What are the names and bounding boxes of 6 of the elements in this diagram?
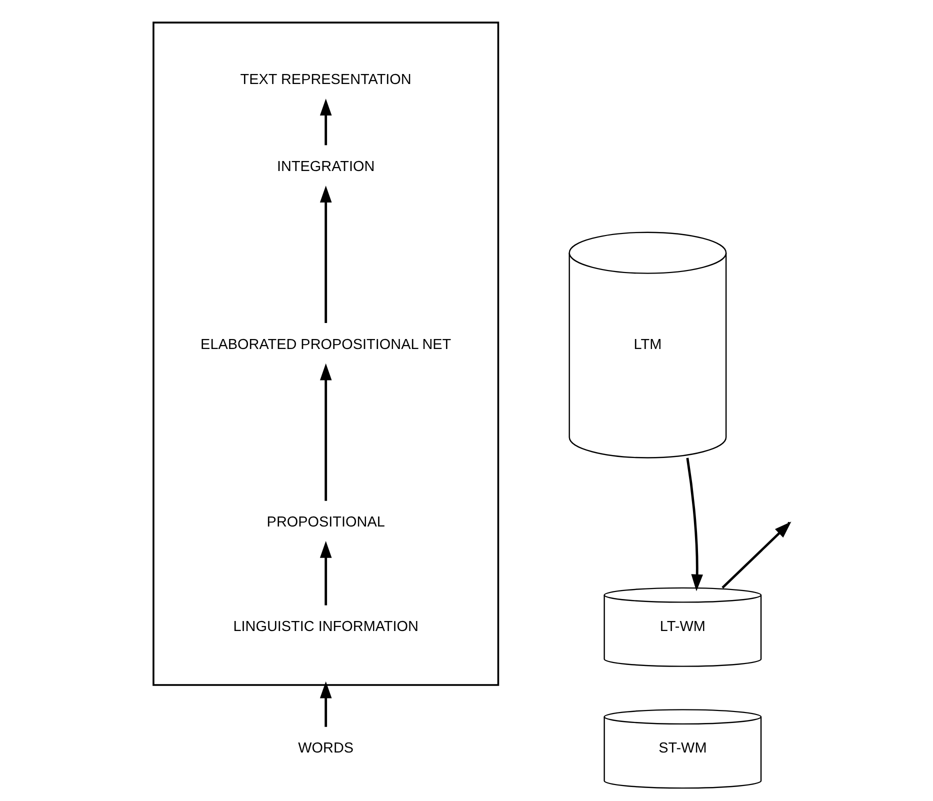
node-text: PROPOSITIONAL [266,514,385,531]
node-text: TEXT REPRESENTATION [240,72,412,88]
node-text: LINGUISTIC INFORMATION [233,618,418,635]
node-text: INTEGRATION [276,158,375,175]
node-text: WORDS [298,740,354,757]
node-text: ELABORATED PROPOSITIONAL NET [200,336,452,353]
